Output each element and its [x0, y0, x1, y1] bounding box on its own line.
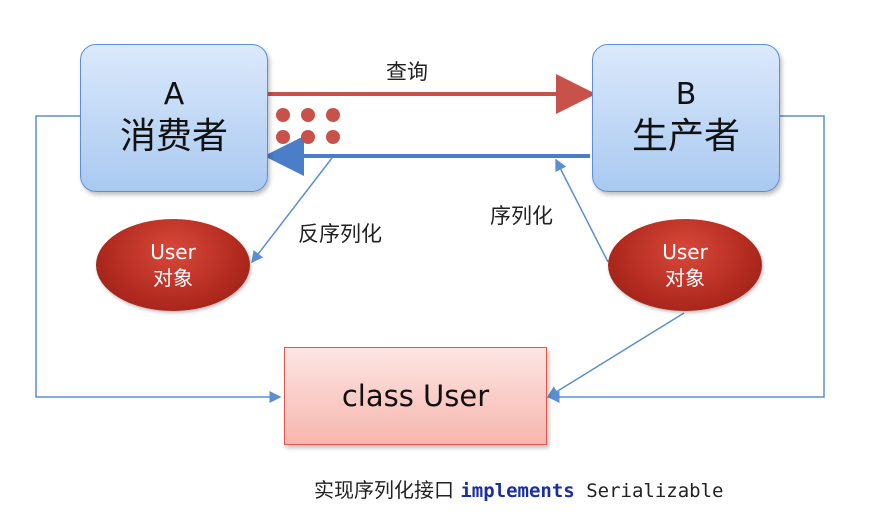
byte-stream-dots [276, 108, 340, 144]
user-object-left-line1: User [150, 240, 196, 264]
user-object-left-line2: 对象 [153, 266, 193, 290]
serialize-arrow [555, 158, 609, 263]
caption-prefix: 实现序列化接口 [314, 478, 461, 502]
deserialize-arrow [251, 157, 333, 264]
producer-node: B 生产者 [592, 44, 780, 192]
caption-interface: Serializable [574, 480, 724, 502]
user-object-right: User 对象 [608, 219, 762, 311]
object-to-class-arrow [546, 312, 685, 398]
producer-letter: B [675, 77, 697, 112]
serialize-label: 序列化 [490, 204, 553, 228]
consumer-node: A 消费者 [80, 44, 268, 192]
caption: 实现序列化接口 implements Serializable [314, 474, 723, 503]
query-label: 查询 [386, 60, 428, 84]
deserialize-label: 反序列化 [298, 222, 382, 246]
user-object-right-line1: User [662, 240, 708, 264]
caption-keyword: implements [460, 480, 575, 502]
class-user-label: class User [341, 379, 490, 413]
consumer-role: 消费者 [119, 116, 228, 157]
user-object-left: User 对象 [96, 219, 250, 311]
class-user-node: class User [284, 347, 547, 445]
user-object-right-line2: 对象 [665, 266, 705, 290]
producer-class-connector [547, 115, 825, 403]
consumer-letter: A [163, 77, 185, 112]
producer-role: 生产者 [631, 116, 740, 157]
consumer-class-connector [35, 115, 282, 403]
